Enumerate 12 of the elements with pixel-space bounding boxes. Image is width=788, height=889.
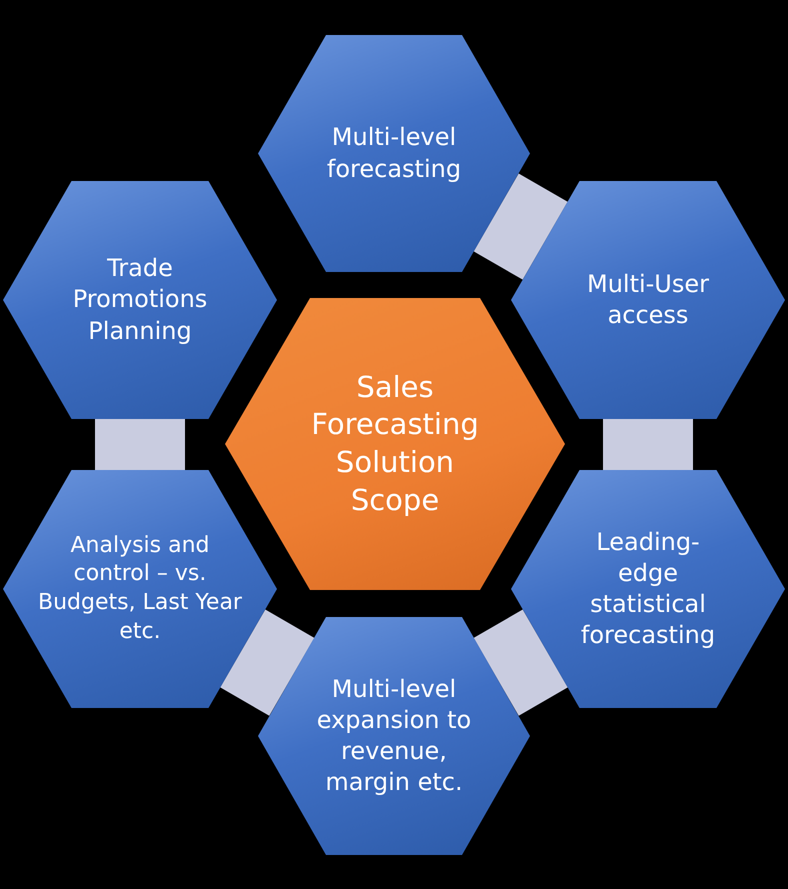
node-text: Sales Forecasting Solution Scope (310, 368, 480, 519)
node-text: Multi-level forecasting (326, 122, 462, 184)
node-text: Trade Promotions Planning (72, 253, 208, 347)
connector-band (95, 419, 185, 470)
node-text: Analysis and control – vs. Budgets, Last Year etc. (37, 532, 243, 646)
connector-band (474, 173, 568, 280)
connector-band (603, 419, 693, 470)
node-text: Multi-level expansion to revenue, margin etc. (316, 674, 472, 798)
node-text: Multi-User access (586, 268, 710, 331)
connector-band (220, 610, 314, 716)
connector-band (474, 610, 568, 716)
node-text: Leading-edge statistical forecasting (580, 526, 716, 652)
